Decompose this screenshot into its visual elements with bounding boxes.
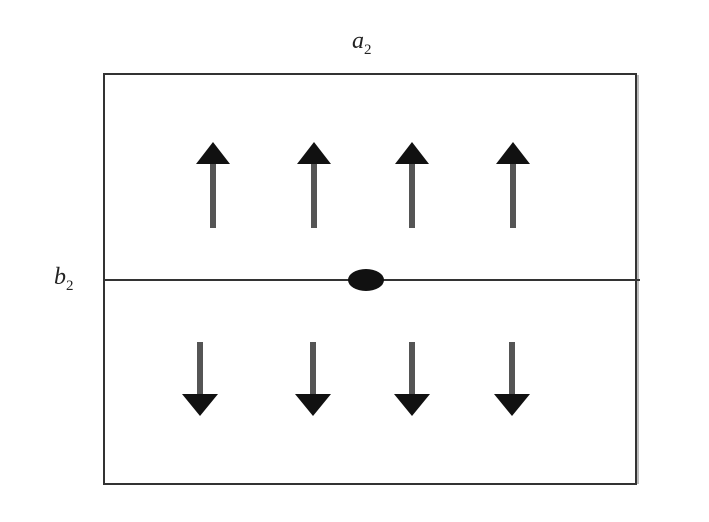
up-arrow-icon [496,142,530,228]
top-label-letter: a [352,28,364,54]
down-arrow-icon [182,342,218,416]
center-dot [348,269,384,291]
left-label-letter: b [54,264,66,290]
down-arrow-icon [494,342,530,416]
up-arrow-icon [395,142,429,228]
top-label: a2 [352,28,372,58]
downward-arrows [182,342,530,416]
up-arrow-icon [196,142,230,228]
top-label-subscript: 2 [364,42,372,58]
down-arrow-icon [295,342,331,416]
up-arrow-icon [297,142,331,228]
left-label-subscript: 2 [66,278,74,294]
left-label: b2 [54,264,74,294]
down-arrow-icon [394,342,430,416]
upward-arrows [196,142,530,228]
